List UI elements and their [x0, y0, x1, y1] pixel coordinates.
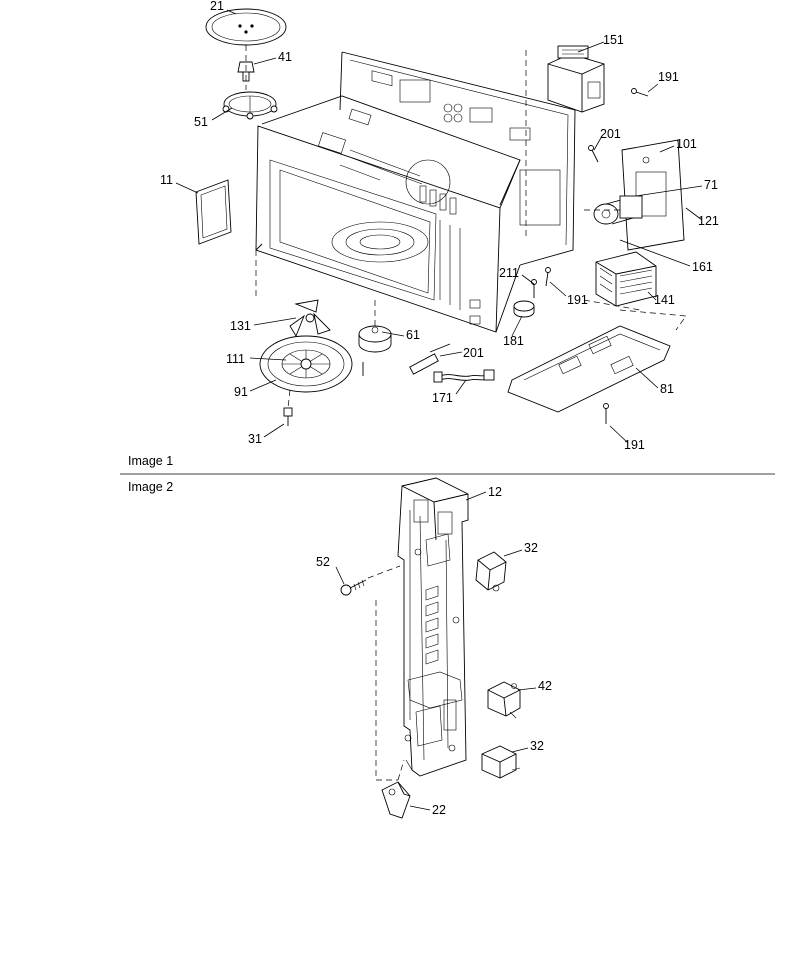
callout-81: 81	[660, 382, 674, 396]
switch-upper	[475, 551, 507, 592]
door-lever	[381, 781, 411, 819]
switch-lower	[481, 745, 521, 779]
transformer	[595, 251, 657, 307]
magnetron	[547, 45, 605, 113]
callout-201-upper: 201	[600, 127, 621, 141]
callout-31: 31	[248, 432, 262, 446]
stirrer-blade	[289, 299, 331, 338]
wire-sensor	[409, 343, 451, 375]
waveguide-cover	[195, 179, 232, 245]
image2-latch-board	[335, 477, 537, 819]
callout-211: 211	[499, 266, 519, 280]
turntable-tray	[205, 8, 287, 46]
wire-harness	[433, 369, 495, 383]
roller-ring	[222, 91, 278, 120]
callout-201-lower: 201	[463, 346, 484, 360]
callout-91: 91	[234, 385, 248, 399]
callout-141: 141	[654, 293, 675, 307]
mounting-plate	[621, 139, 685, 251]
thermal-cutout	[513, 300, 535, 318]
fan-motor	[593, 195, 643, 225]
callout-161: 161	[692, 260, 713, 274]
callout-32-upper: 32	[524, 541, 538, 555]
callout-121: 121	[698, 214, 719, 228]
callout-111: 111	[226, 352, 245, 366]
callout-61: 61	[406, 328, 420, 342]
caption-image-2: Image 2	[128, 480, 173, 494]
callout-42: 42	[538, 679, 552, 693]
callout-191-top: 191	[658, 70, 679, 84]
switch-middle	[487, 681, 521, 719]
callout-12: 12	[488, 485, 502, 499]
callout-41: 41	[278, 50, 292, 64]
callout-131: 131	[230, 319, 251, 333]
callout-151: 151	[603, 33, 624, 47]
callout-21: 21	[210, 0, 224, 13]
screw-52	[340, 579, 367, 596]
latch-teeth	[414, 548, 460, 665]
fan-housing	[259, 335, 353, 393]
callout-32-lower: 32	[530, 739, 544, 753]
callout-171: 171	[432, 391, 453, 405]
callout-52: 52	[316, 555, 330, 569]
callout-51: 51	[194, 115, 208, 129]
callout-191-mid: 191	[567, 293, 588, 307]
callout-71: 71	[704, 178, 718, 192]
caption-image-1: Image 1	[128, 454, 173, 468]
callout-101: 101	[676, 137, 697, 151]
callout-181: 181	[503, 334, 524, 348]
screw	[283, 389, 293, 426]
base-plate	[507, 325, 671, 413]
callout-11: 11	[160, 173, 173, 187]
oven-cavity	[255, 51, 576, 333]
stirrer-motor	[358, 325, 392, 353]
callout-191-bottom: 191	[624, 438, 645, 452]
image1-exploded-view	[175, 8, 703, 444]
callout-22: 22	[432, 803, 446, 817]
